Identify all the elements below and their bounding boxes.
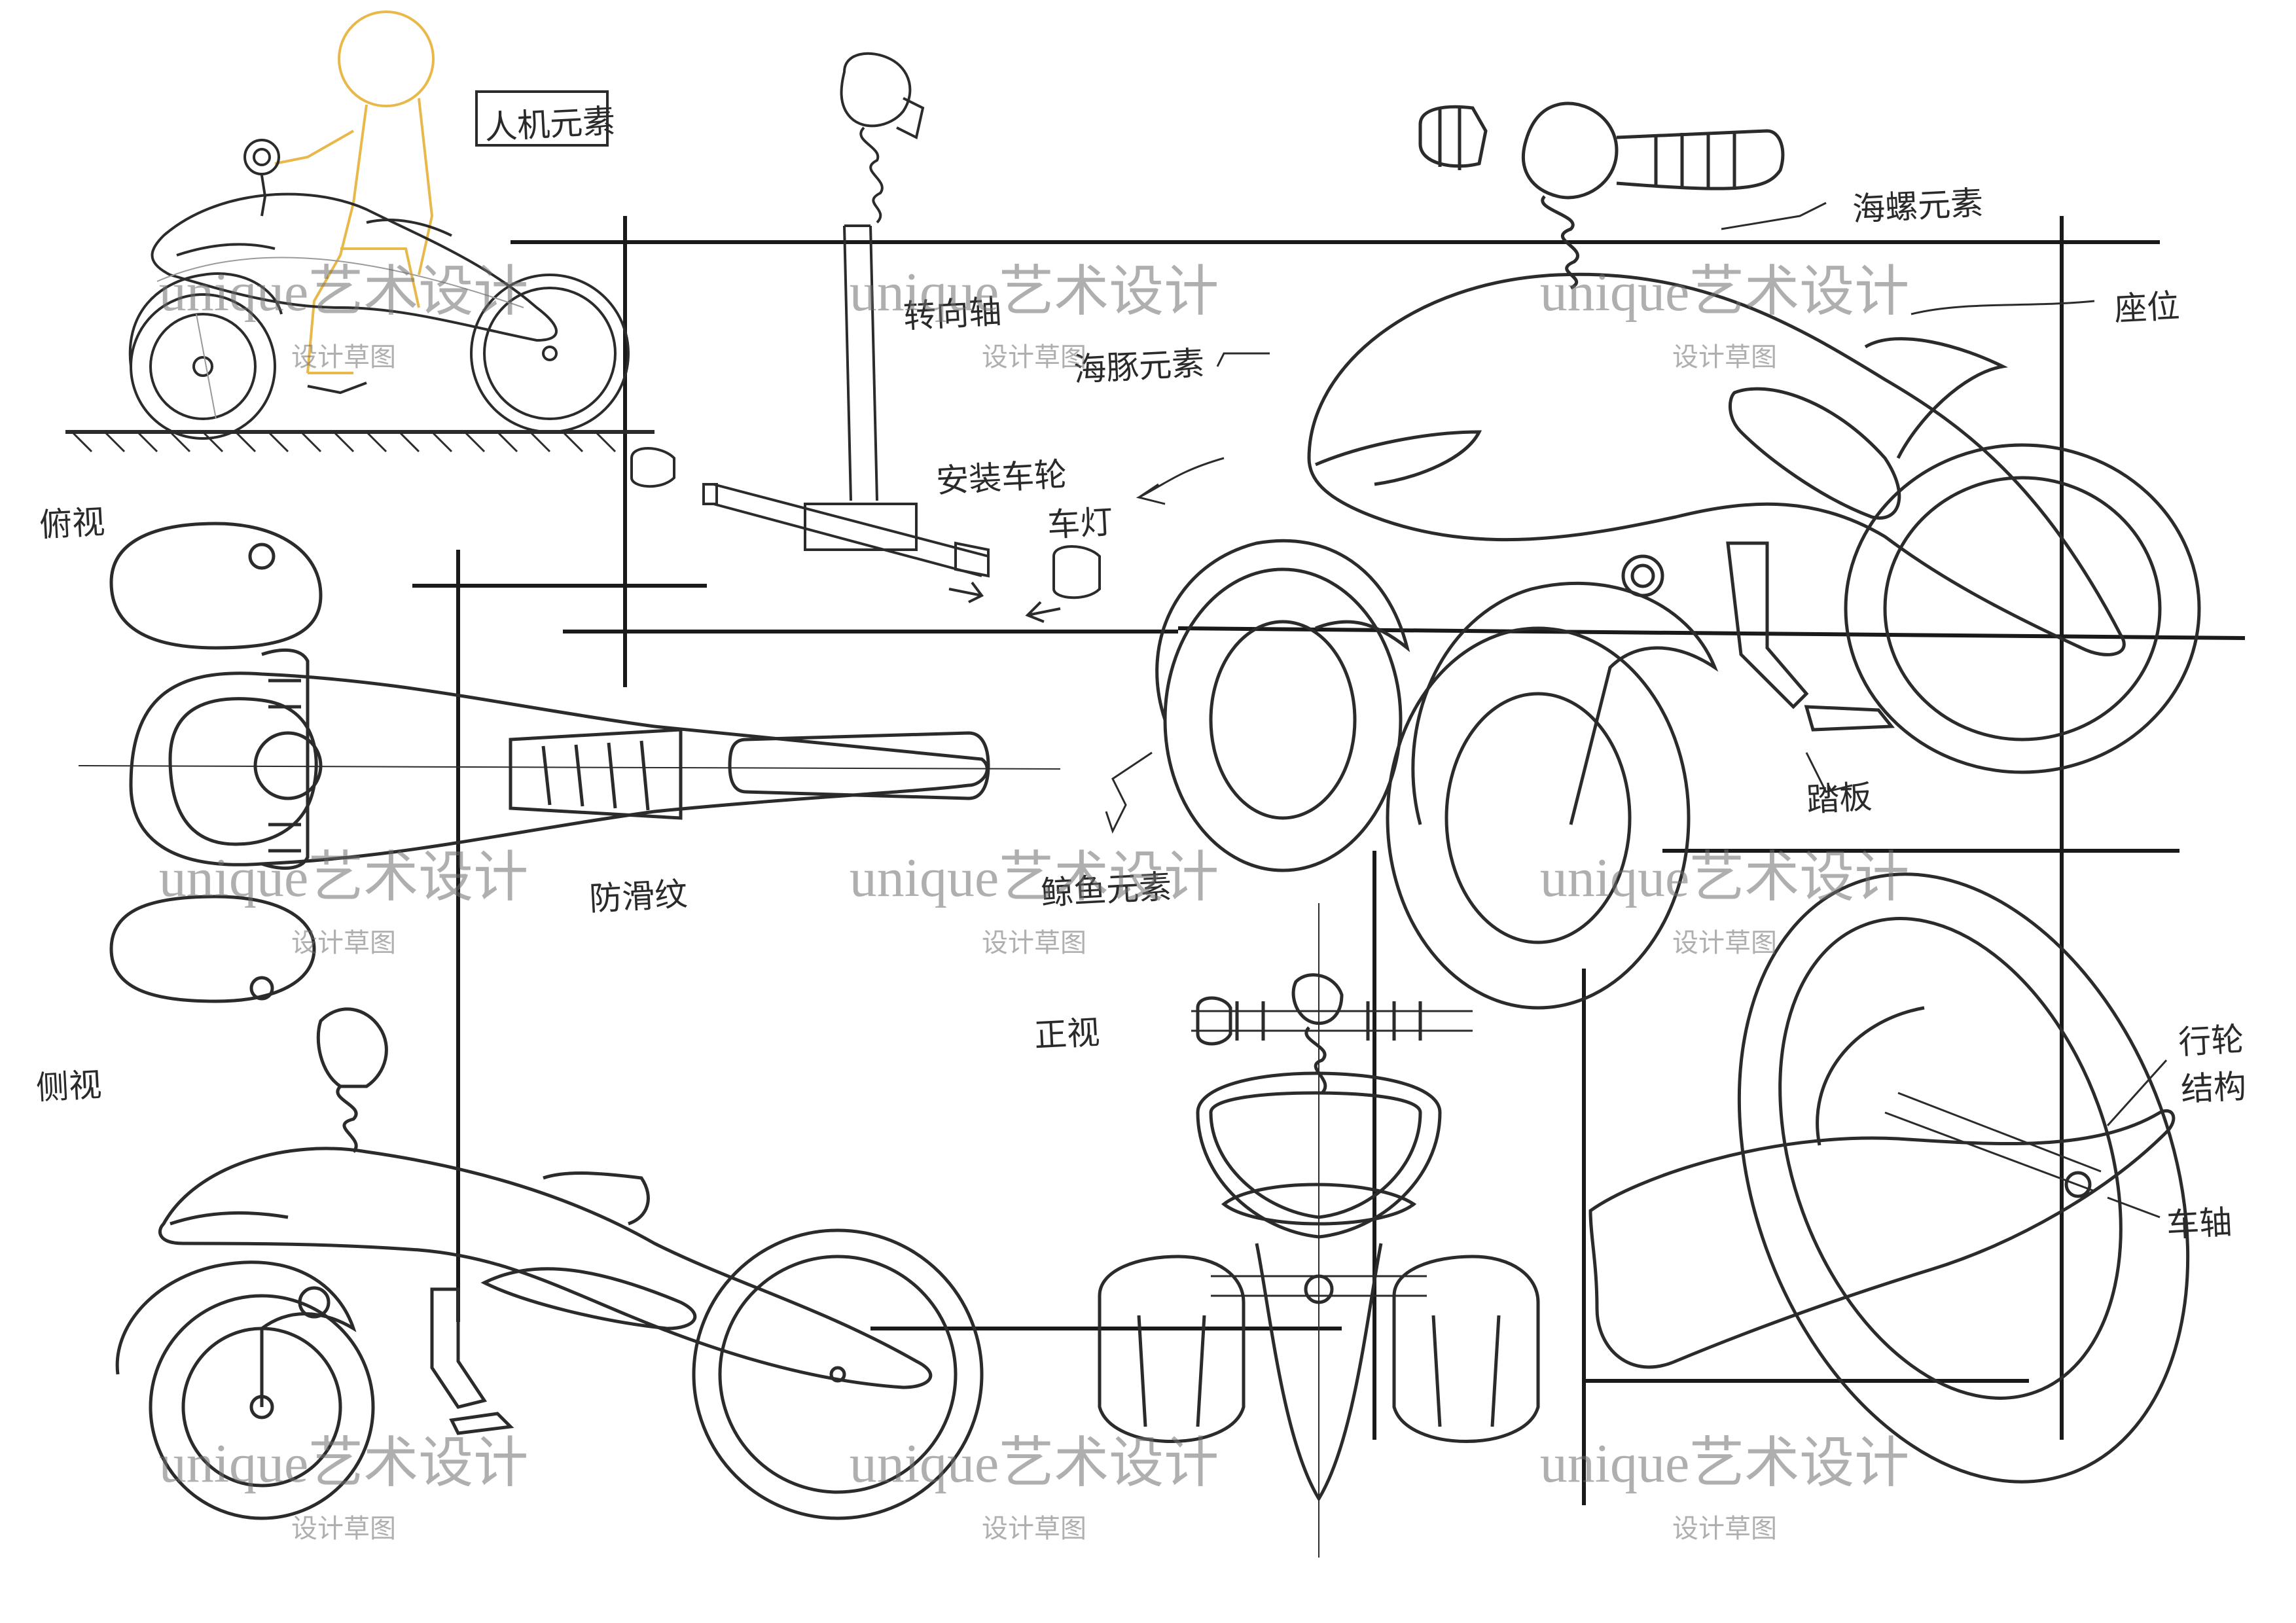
perspective-leader-lines xyxy=(1105,202,2095,834)
annotation-pedal: 踏板 xyxy=(1805,777,1873,819)
watermark-main: unique艺术设计 xyxy=(158,262,529,323)
watermark-sub: 设计草图 xyxy=(982,928,1086,958)
annotation-install-wheel: 安装车轮 xyxy=(935,455,1068,501)
watermark: unique艺术设计设计草图 xyxy=(115,851,573,959)
watermark-sub: 设计草图 xyxy=(291,928,396,958)
watermark: unique艺术设计设计草图 xyxy=(115,265,573,374)
wheel-structure-leaders xyxy=(2106,1059,2168,1219)
watermark: unique艺术设计设计草图 xyxy=(805,265,1263,374)
watermark-main: unique艺术设计 xyxy=(1539,1433,1910,1494)
watermark: unique艺术设计设计草图 xyxy=(1496,851,1954,959)
watermark-sub: 设计草图 xyxy=(291,1514,396,1544)
side-view-sketch xyxy=(115,1007,984,1520)
watermark: unique艺术设计设计草图 xyxy=(1496,265,1954,374)
watermark-main: unique艺术设计 xyxy=(158,1433,529,1494)
watermark: unique艺术设计设计草图 xyxy=(805,1436,1263,1545)
watermark-sub: 设计草图 xyxy=(291,342,396,372)
front-view-sketch xyxy=(1098,903,1540,1558)
top-view-sketch xyxy=(78,522,1061,1003)
watermark: unique艺术设计设计草图 xyxy=(115,1436,573,1545)
watermark-main: unique艺术设计 xyxy=(849,1433,1219,1494)
annotation-axle: 车轴 xyxy=(2165,1203,2233,1245)
watermark-sub: 设计草图 xyxy=(982,342,1086,372)
annotation-headlight: 车灯 xyxy=(1046,503,1114,544)
annotation-anti-slip: 防滑纹 xyxy=(588,875,689,918)
watermark-main: unique艺术设计 xyxy=(849,262,1219,323)
watermark-main: unique艺术设计 xyxy=(158,847,529,908)
watermark-main: unique艺术设计 xyxy=(1539,847,1910,908)
annotation-conch: 海螺元素 xyxy=(1851,183,1984,229)
annotation-seat: 座位 xyxy=(2113,287,2181,329)
annotation-ergonomics: 人机元素 xyxy=(483,101,617,147)
watermark-main: unique艺术设计 xyxy=(849,847,1219,908)
ergonomics-sketch xyxy=(65,10,655,453)
watermark: unique艺术设计设计草图 xyxy=(1496,1436,1954,1545)
watermark-sub: 设计草图 xyxy=(1672,1514,1777,1544)
perspective-main-sketch xyxy=(1155,101,2201,1010)
watermark-main: unique艺术设计 xyxy=(1539,262,1910,323)
steering-assembly-sketch xyxy=(630,52,1101,623)
annotation-front-view: 正视 xyxy=(1033,1013,1101,1055)
watermark-sub: 设计草图 xyxy=(982,1514,1086,1544)
annotation-top-view: 俯视 xyxy=(38,503,106,544)
watermark-sub: 设计草图 xyxy=(1672,928,1777,958)
watermark-sub: 设计草图 xyxy=(1672,342,1777,372)
annotation-side-view: 侧视 xyxy=(35,1065,103,1107)
watermark: unique艺术设计设计草图 xyxy=(805,851,1263,959)
wheel-structure-sketch xyxy=(1588,872,2190,1484)
rider-figure xyxy=(274,10,435,374)
annotation-wheel-structure: 行轮结构 xyxy=(2177,1020,2248,1109)
ergonomics-label-box xyxy=(475,90,609,147)
layout-frame-lines xyxy=(412,216,2246,1505)
